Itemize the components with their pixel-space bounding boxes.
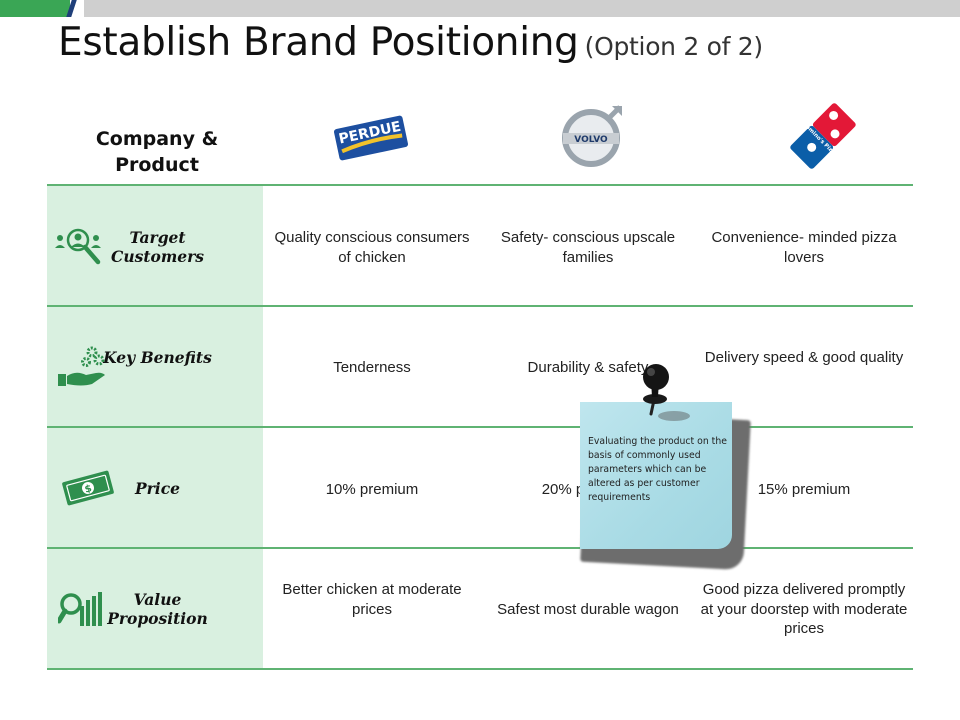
svg-text:$: $ xyxy=(84,483,94,495)
hand-gears-icon xyxy=(56,344,108,388)
table-divider xyxy=(47,668,913,670)
row-label-bg-benefits xyxy=(47,307,263,426)
row-label-target-customers: Target Customers xyxy=(111,228,204,266)
title-text: Establish Brand Positioning xyxy=(58,20,579,65)
row-label-price: Price xyxy=(134,479,180,498)
push-pin-icon xyxy=(638,362,698,431)
top-bar-green-segment xyxy=(0,0,70,17)
top-bar-gray-segment xyxy=(84,0,960,17)
row-label-key-benefits: Key Benefits xyxy=(103,348,212,367)
top-accent-bar xyxy=(0,0,960,17)
cell-perdue-target: Quality conscious consumers of chicken xyxy=(274,229,470,266)
cell-volvo-target: Safety- conscious upscale families xyxy=(500,229,676,266)
target-customers-icon xyxy=(54,228,102,266)
cell-dominos-value: Good pizza delivered promptly at your do… xyxy=(700,581,908,637)
sticky-note: Evaluating the product on the basis of c… xyxy=(578,362,751,571)
table-divider xyxy=(47,184,913,186)
sticky-note-paper: Evaluating the product on the basis of c… xyxy=(580,402,732,549)
page-title: Establish Brand Positioning(Option 2 of … xyxy=(58,20,763,65)
cell-perdue-price: 10% premium xyxy=(325,481,419,498)
dollar-bill-icon: $ xyxy=(60,468,116,508)
table-divider xyxy=(47,426,913,428)
page-subtitle: (Option 2 of 2) xyxy=(584,32,764,61)
perdue-logo: PERDUE xyxy=(331,112,411,169)
sticky-note-text: Evaluating the product on the basis of c… xyxy=(588,436,727,503)
cell-dominos-price: 15% premium xyxy=(757,481,851,498)
dominos-logo: Domino's Pizza xyxy=(786,100,860,177)
row-label-value-proposition: Value Proposition xyxy=(107,590,208,628)
magnifier-chart-icon xyxy=(58,590,102,630)
table-divider xyxy=(47,547,913,549)
cell-volvo-value: Safest most durable wagon xyxy=(497,601,679,618)
cell-perdue-value: Better chicken at moderate prices xyxy=(282,581,462,618)
cell-perdue-benefits: Tenderness xyxy=(333,359,411,376)
cell-dominos-benefits: Delivery speed & good quality xyxy=(704,349,904,366)
volvo-logo: VOLVO xyxy=(560,104,626,173)
table-divider xyxy=(47,305,913,307)
cell-dominos-target: Convenience- minded pizza lovers xyxy=(711,229,897,266)
header-label: Company & Product xyxy=(95,128,219,176)
volvo-logo-text: VOLVO xyxy=(574,135,608,145)
cell-volvo-benefits: Durability & safety xyxy=(527,359,649,376)
